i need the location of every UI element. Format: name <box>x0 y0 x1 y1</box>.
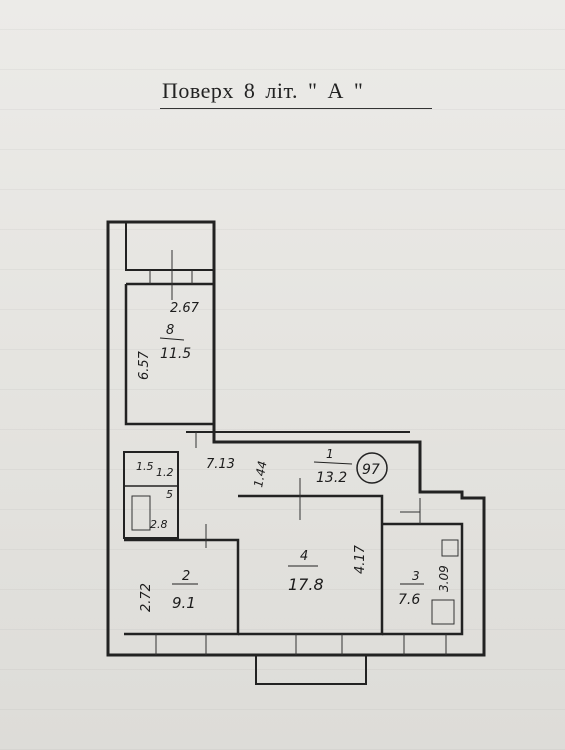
room-4-area: 17.8 <box>288 575 324 594</box>
dimension-ticks <box>171 250 421 548</box>
room-3-wall <box>382 522 464 636</box>
marker-circle <box>356 452 388 484</box>
room-3-area: 7.6 <box>398 592 420 608</box>
title-underline <box>160 108 432 109</box>
room-7-area: 1.2 <box>156 466 174 479</box>
room-1-area: 13.2 <box>316 470 347 486</box>
room-4-id: 4 <box>300 549 308 564</box>
room-5-id: 5 <box>166 488 173 501</box>
room-4-dim: 4.17 <box>353 544 368 574</box>
room-2-dim: 2.72 <box>139 583 154 612</box>
marker-label: 97 <box>362 462 380 478</box>
balcony-top <box>125 222 214 271</box>
room-8-area: 11.5 <box>160 346 191 362</box>
room-1-fraction <box>313 461 353 465</box>
room-8-dim-a: 2.67 <box>170 301 200 316</box>
page-title: Поверх 8 літ. " А " <box>162 78 364 103</box>
bath-fixture <box>131 495 151 531</box>
stove-fixture <box>431 539 459 625</box>
room-4-wall <box>238 494 384 636</box>
room-3-dim: 3.09 <box>437 565 451 592</box>
balcony-bottom <box>255 655 367 685</box>
room-1-dim-a: 7.13 <box>206 457 235 472</box>
bath-wall <box>123 451 179 539</box>
room-8-fraction <box>159 337 185 341</box>
room-2-id: 2 <box>182 569 190 584</box>
room-2-wall <box>124 538 240 636</box>
room-1-dim-b: 1.44 <box>251 460 269 489</box>
room-6-area: 2.8 <box>150 518 168 531</box>
room-3-id: 3 <box>412 569 420 583</box>
room-7-dim: 1.5 <box>136 460 154 473</box>
room-8-id: 8 <box>166 323 174 338</box>
room-2-area: 9.1 <box>172 594 196 612</box>
room-8-wall <box>124 282 216 426</box>
window-marks <box>149 270 447 655</box>
room-1-id: 1 <box>326 447 334 461</box>
room-8-dim-b: 6.57 <box>137 350 152 380</box>
